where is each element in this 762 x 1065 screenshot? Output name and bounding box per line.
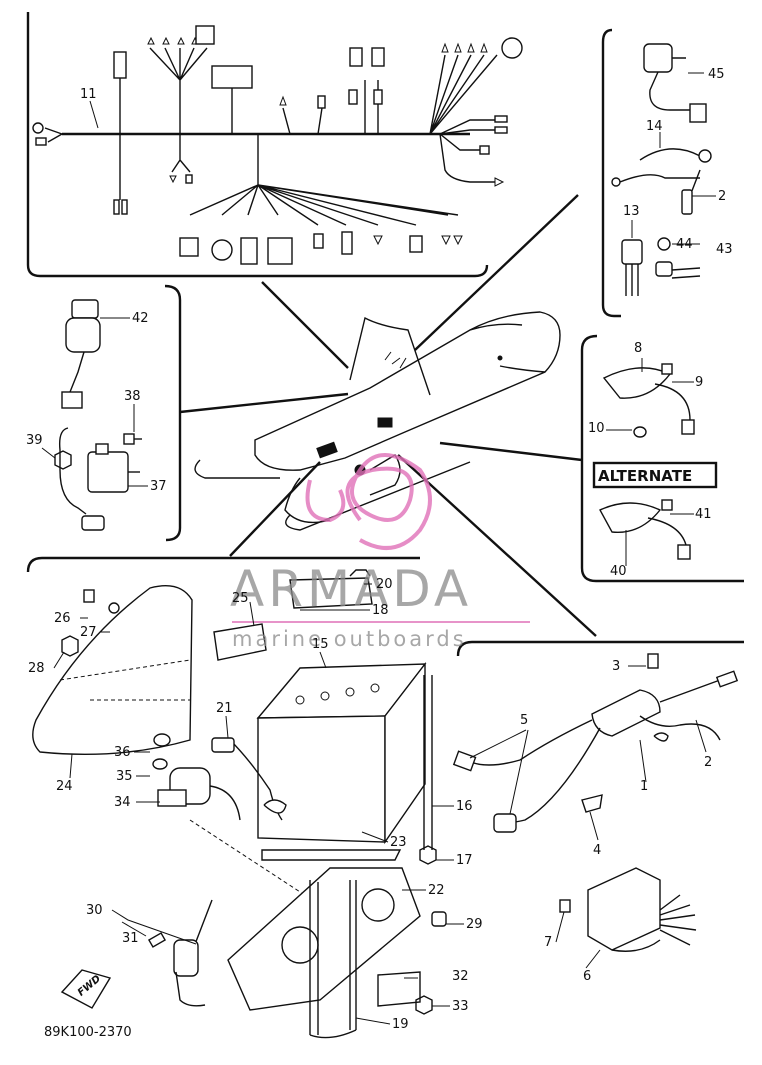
wire-harness — [32, 25, 523, 265]
label-13: 13 — [623, 204, 640, 219]
label-31: 31 — [122, 931, 139, 946]
label-6: 6 — [583, 969, 591, 984]
label-41: 41 — [695, 507, 712, 522]
alternate-label: ALTERNATE — [598, 467, 692, 485]
leader-lines — [179, 194, 597, 637]
label-7: 7 — [544, 935, 552, 950]
label-36: 36 — [114, 745, 131, 760]
label-leaders — [41, 72, 716, 1025]
group-mount — [227, 845, 447, 1039]
label-25: 25 — [232, 591, 249, 606]
label-3: 3 — [612, 659, 620, 674]
group-coil — [452, 653, 739, 833]
label-29: 29 — [466, 917, 483, 932]
group-solenoid — [152, 733, 321, 906]
snowmobile-illustration — [194, 311, 561, 531]
label-2-bottom: 2 — [704, 755, 712, 770]
watermark-brand: ARMADA — [230, 560, 472, 618]
label-23: 23 — [390, 835, 407, 850]
label-33: 33 — [452, 999, 469, 1014]
label-10: 10 — [588, 421, 605, 436]
watermark: ARMADA marine outboards — [230, 453, 530, 651]
group-42-37 — [54, 299, 142, 531]
label-37: 37 — [150, 479, 167, 494]
label-1: 1 — [640, 779, 648, 794]
label-17: 17 — [456, 853, 473, 868]
label-16: 16 — [456, 799, 473, 814]
label-4: 4 — [593, 843, 601, 858]
group-sensor — [60, 899, 213, 1009]
label-38: 38 — [124, 389, 141, 404]
group-24-28 — [32, 585, 267, 755]
group-8-41 — [592, 363, 718, 560]
label-8: 8 — [634, 341, 642, 356]
label-19: 19 — [392, 1017, 409, 1032]
label-21: 21 — [216, 701, 233, 716]
label-32: 32 — [452, 969, 469, 984]
label-35: 35 — [116, 769, 133, 784]
label-45: 45 — [708, 67, 725, 82]
label-15: 15 — [312, 637, 329, 652]
label-22: 22 — [428, 883, 445, 898]
label-39: 39 — [26, 433, 43, 448]
label-40: 40 — [610, 564, 627, 579]
part-labels: 11 45 14 2 13 44 43 42 38 39 37 8 9 10 A… — [26, 67, 733, 1040]
label-34: 34 — [114, 795, 131, 810]
label-20: 20 — [376, 577, 393, 592]
label-28: 28 — [28, 661, 45, 676]
label-43: 43 — [716, 242, 733, 257]
group-battery — [211, 569, 433, 861]
label-26: 26 — [54, 611, 71, 626]
label-42: 42 — [132, 311, 149, 326]
label-24: 24 — [56, 779, 73, 794]
label-14: 14 — [646, 119, 663, 134]
label-9: 9 — [695, 375, 703, 390]
label-18: 18 — [372, 603, 389, 618]
label-2-top: 2 — [718, 189, 726, 204]
label-5: 5 — [520, 713, 528, 728]
group-cdi — [559, 794, 697, 952]
label-30: 30 — [86, 903, 103, 918]
label-11: 11 — [80, 87, 97, 102]
group-45-43 — [611, 43, 712, 296]
panel-frames — [26, 12, 744, 657]
label-27: 27 — [80, 625, 97, 640]
watermark-tagline: marine outboards — [232, 627, 467, 651]
diagram-code: 89K100-2370 — [44, 1025, 132, 1040]
